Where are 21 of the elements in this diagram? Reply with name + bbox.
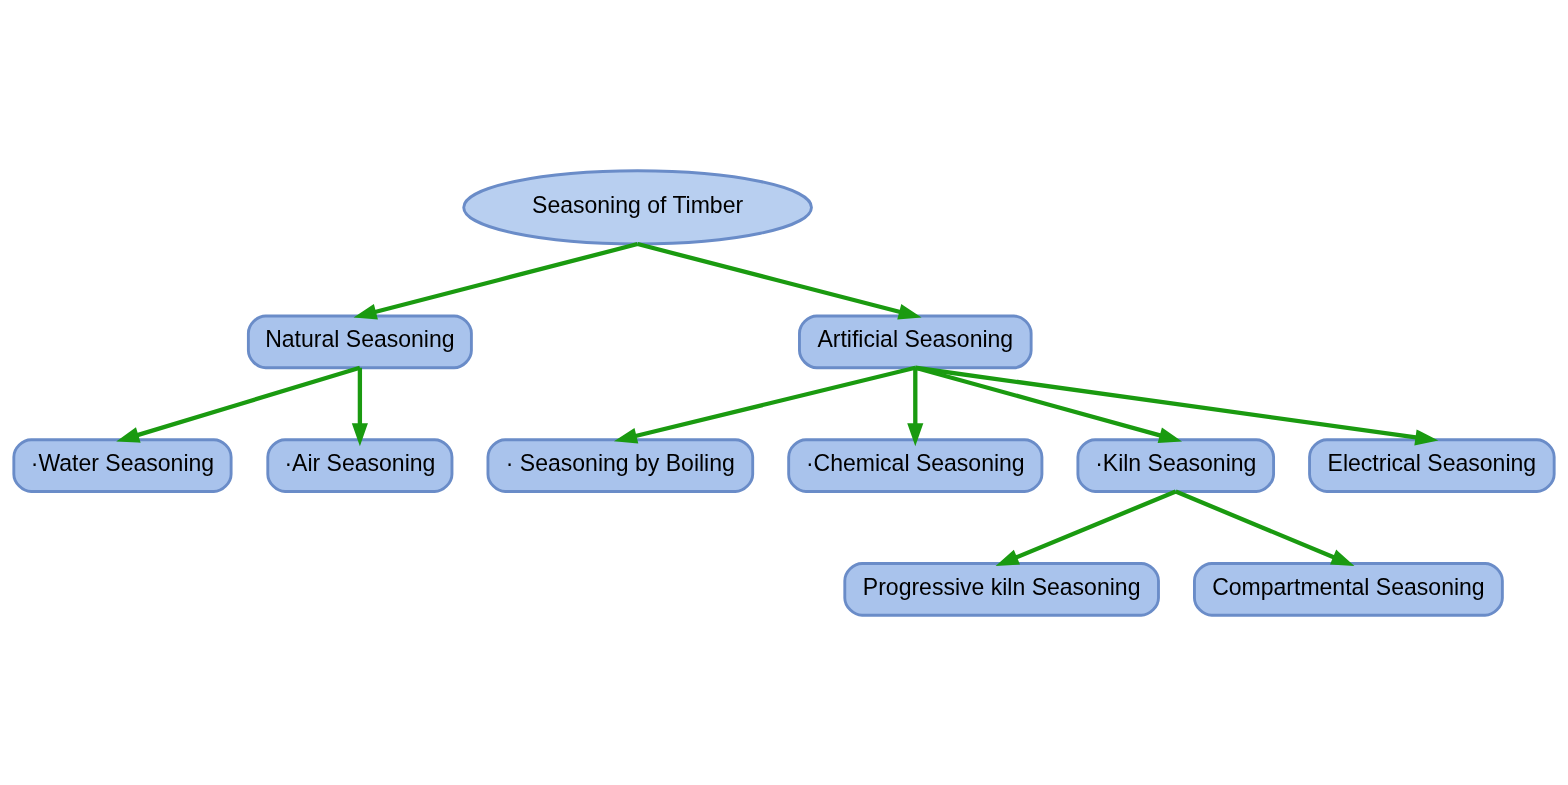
node-box: Electrical Seasoning: [1308, 437, 1556, 493]
arrow: [914, 365, 1183, 443]
node-box: ·Chemical Seasoning: [787, 437, 1044, 493]
node-ellipse: Seasoning of Timber: [462, 168, 813, 245]
node-box: Natural Seasoning: [246, 314, 473, 369]
arrow: [613, 365, 916, 444]
node-box: ·Air Seasoning: [266, 437, 454, 493]
arrow: [995, 489, 1177, 566]
arrow: [915, 365, 1439, 445]
arrow: [637, 241, 922, 320]
arrow: [353, 241, 639, 320]
node-box: ·Kiln Seasoning: [1076, 437, 1275, 493]
arrow: [1174, 489, 1355, 566]
arrow: [116, 365, 361, 443]
node-box: Compartmental Seasoning: [1193, 561, 1504, 617]
arrow: [907, 367, 924, 446]
node-box: Progressive kiln Seasoning: [843, 561, 1160, 617]
arrow: [351, 367, 368, 446]
node-box: Artificial Seasoning: [798, 314, 1033, 369]
node-box: ·Water Seasoning: [12, 437, 233, 493]
node-box: · Seasoning by Boiling: [486, 437, 755, 493]
